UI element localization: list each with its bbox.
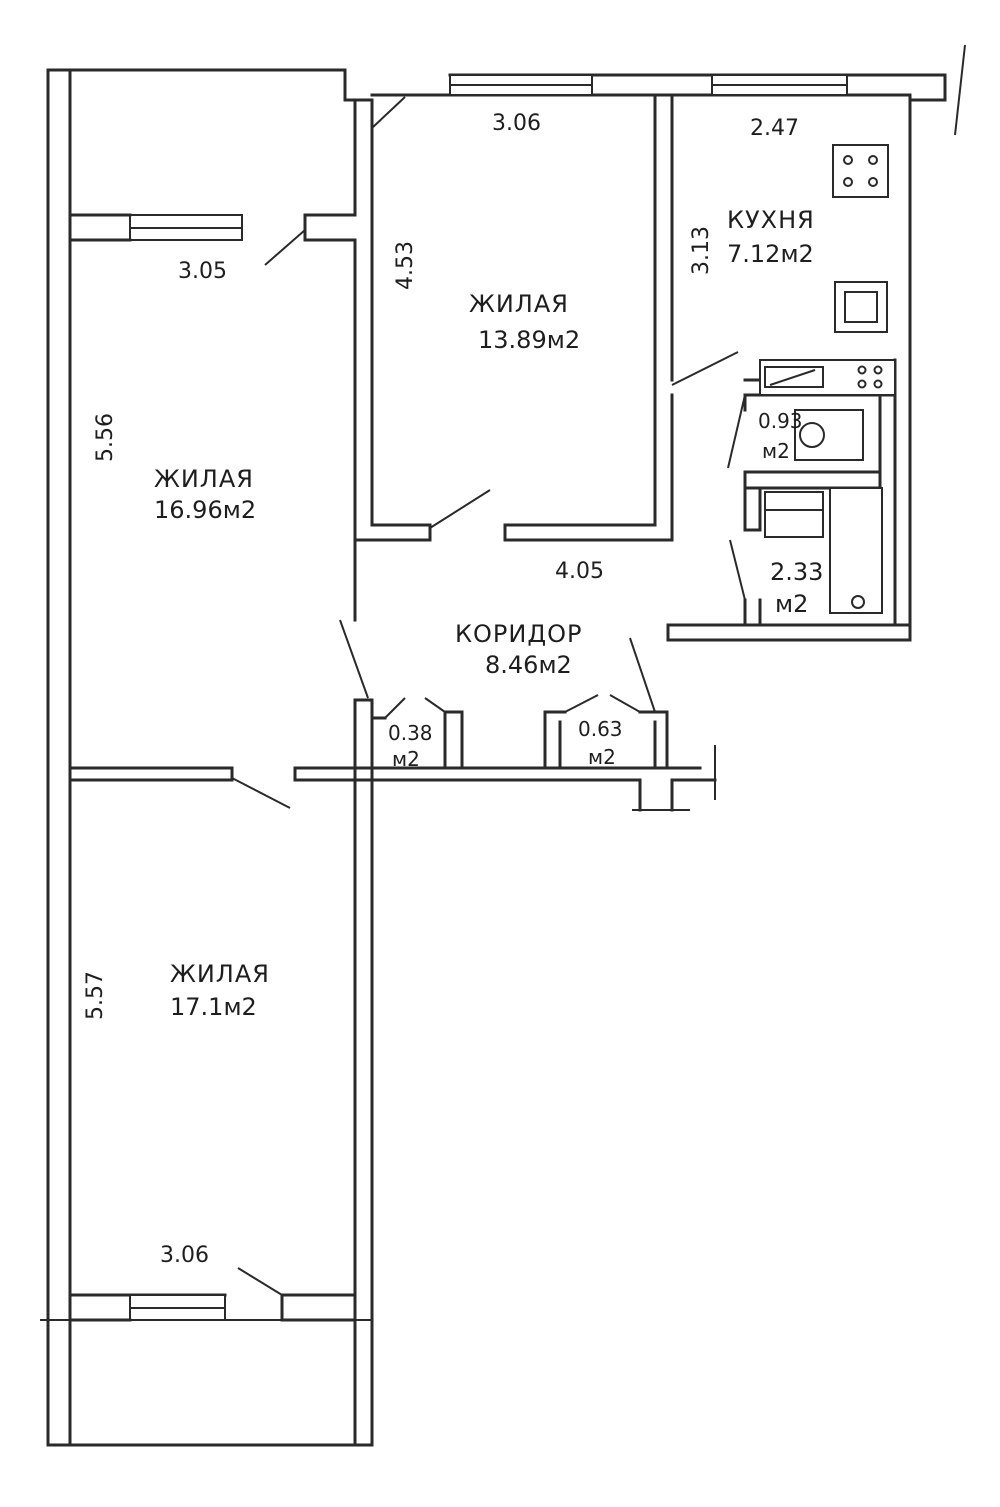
room-name-corridor: КОРИДОР (455, 620, 582, 648)
walls (40, 44, 966, 1447)
room-name-kitchen: КУХНЯ (727, 206, 815, 234)
door-closet-d (609, 694, 641, 713)
stove-icon (832, 144, 889, 198)
room-area-kitchen: 7.12м2 (727, 240, 814, 268)
wc-area-value: 0.93 (758, 409, 803, 433)
fixtures (759, 144, 896, 614)
wc-area-unit: м2 (762, 439, 790, 463)
bath-area-value: 2.33 (770, 558, 823, 586)
room-area-top: 13.89м2 (478, 326, 580, 354)
dim-top-room-width: 3.06 (492, 111, 541, 136)
room-area-bottom: 17.1м2 (170, 993, 257, 1021)
dim-kitchen-width: 2.47 (750, 116, 799, 141)
door-closet-b (424, 697, 446, 713)
washbasin-icon (764, 491, 824, 538)
door-bottom-room (231, 777, 291, 809)
door-top-room-corner (371, 96, 406, 129)
door-entrance (629, 637, 656, 713)
closet-b-area-unit: м2 (588, 745, 616, 769)
room-area-left: 16.96м2 (154, 496, 256, 524)
bathtub-icon (829, 487, 883, 614)
door-balcony (237, 1267, 283, 1296)
bath-area-unit: м2 (775, 590, 808, 618)
door-closet-c (564, 694, 599, 713)
room-name-left: ЖИЛАЯ (154, 465, 254, 493)
dim-bottom-room-depth: 5.57 (83, 971, 108, 1020)
room-area-corridor: 8.46м2 (485, 651, 572, 679)
room-labels: ЖИЛАЯ 13.89м2 ЖИЛАЯ 16.96м2 ЖИЛАЯ 17.1м2… (154, 206, 823, 1021)
dim-corridor-width: 4.05 (555, 559, 604, 584)
dim-left-room-width: 3.05 (178, 259, 227, 284)
dim-bottom-room-width: 3.06 (160, 1243, 209, 1268)
door-left-room-top (264, 229, 306, 266)
toilet-icon (794, 409, 864, 461)
door-bath (729, 539, 746, 601)
door-kitchen (671, 351, 739, 386)
door-left-room-mid (339, 619, 369, 699)
room-name-bottom: ЖИЛАЯ (170, 960, 270, 988)
dim-left-room-depth: 5.56 (93, 413, 118, 462)
door-wc (727, 394, 746, 469)
dim-top-room-depth: 4.53 (393, 241, 418, 290)
dim-kitchen-depth: 3.13 (689, 226, 714, 275)
closet-b-area-value: 0.63 (578, 717, 623, 741)
doors (231, 96, 746, 1296)
room-name-top: ЖИЛАЯ (469, 290, 569, 318)
door-top-room (429, 489, 491, 529)
dimension-labels: 3.06 2.47 3.05 4.05 3.06 4.53 3.13 5.56 … (83, 111, 799, 1268)
closet-a-area-value: 0.38 (388, 721, 433, 745)
closet-a-area-unit: м2 (392, 747, 420, 771)
door-closet-a (384, 697, 406, 719)
